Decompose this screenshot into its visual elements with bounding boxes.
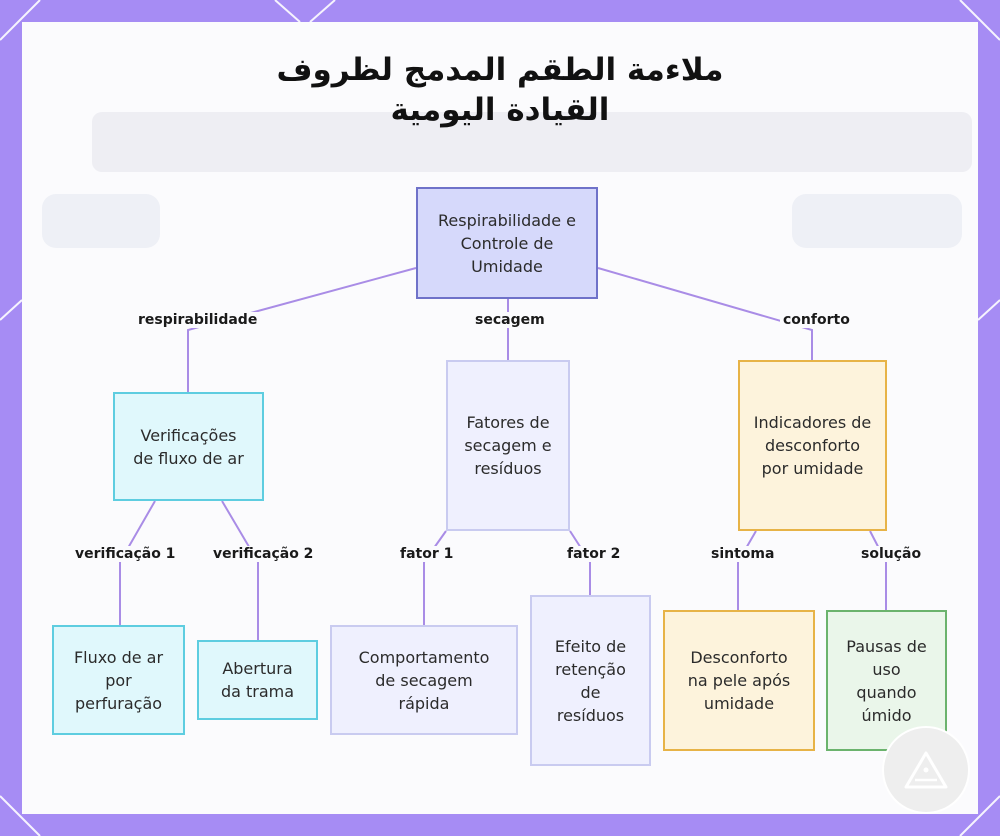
edge-label-drying: secagem [472,312,548,328]
edge-airflow-weave [222,501,258,640]
node-skin-discomfort[interactable]: Desconforto na pele após umidade [663,610,815,751]
node-residue-retention[interactable]: Efeito de retenção de resíduos [530,595,651,766]
brand-logo [882,726,970,814]
edge-label-factor1: fator 1 [397,546,456,562]
node-airflow-checks[interactable]: Verificações de fluxo de ar [113,392,264,501]
edge-drying-residue [570,531,590,595]
edge-label-check1: verificação 1 [72,546,178,562]
edge-discomfort-breaks [870,531,886,610]
edge-label-check2: verificação 2 [210,546,316,562]
node-discomfort-indicators[interactable]: Indicadores de desconforto por umidade [738,360,887,531]
edge-label-factor2: fator 2 [564,546,623,562]
edge-label-comfort: conforto [780,312,853,328]
node-perforation-airflow[interactable]: Fluxo de ar por perfuração [52,625,185,735]
edge-label-solution: solução [858,546,924,562]
node-weave-opening[interactable]: Abertura da trama [197,640,318,720]
edge-label-breathability: respirabilidade [135,312,260,328]
node-quick-drying[interactable]: Comportamento de secagem rápida [330,625,518,735]
edge-discomfort-skin [738,531,756,610]
triangle-logo-icon [903,750,949,790]
edge-airflow-perforation [120,501,155,625]
node-root[interactable]: Respirabilidade e Controle de Umidade [416,187,598,299]
node-drying-factors[interactable]: Fatores de secagem e resíduos [446,360,570,531]
edge-label-symptom: sintoma [708,546,777,562]
edge-root-airflow [188,268,416,392]
